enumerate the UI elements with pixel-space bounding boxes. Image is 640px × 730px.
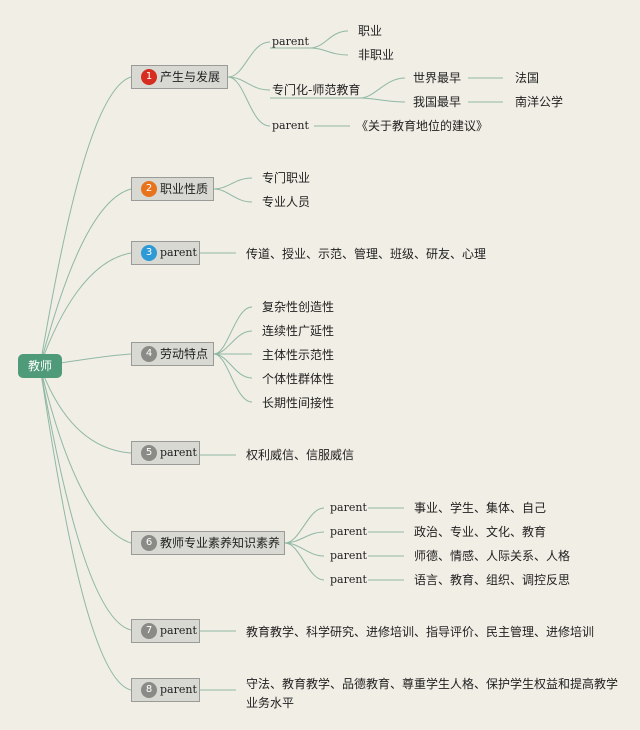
topic-1-child-1[interactable]: parent [272, 35, 309, 48]
number-badge-1: 1 [141, 69, 157, 85]
topic-4-label: 劳动特点 [160, 347, 209, 361]
topic-1-child-2-sub-1[interactable]: 世界最早 [413, 71, 462, 85]
number-badge-4: 4 [141, 346, 157, 362]
topic-6-label: 教师专业素养知识素养 [160, 536, 281, 550]
topic-4-child-4[interactable]: 个体性群体性 [262, 372, 335, 386]
topic-2-label: 职业性质 [160, 182, 209, 196]
topic-6[interactable]: 6 教师专业素养知识素养 [131, 531, 285, 555]
topic-2-child-2[interactable]: 专业人员 [262, 195, 311, 209]
topic-6-child-1[interactable]: parent [330, 501, 367, 514]
topic-8-label: parent [160, 683, 197, 696]
number-badge-2: 2 [141, 181, 157, 197]
topic-4-child-1[interactable]: 复杂性创造性 [262, 300, 335, 314]
topic-4-child-2[interactable]: 连续性广延性 [262, 324, 335, 338]
topic-3-child-1[interactable]: 传道、授业、示范、管理、班级、研友、心理 [246, 247, 487, 261]
topic-5[interactable]: 5 parent [131, 441, 200, 465]
topic-1[interactable]: 1 产生与发展 [131, 65, 228, 89]
topic-6-child-3-leaf[interactable]: 师德、情感、人际关系、人格 [414, 549, 571, 563]
topic-6-child-4-leaf[interactable]: 语言、教育、组织、调控反思 [414, 573, 571, 587]
topic-6-child-2[interactable]: parent [330, 525, 367, 538]
number-badge-6: 6 [141, 535, 157, 551]
topic-5-child-1[interactable]: 权利威信、信服威信 [246, 448, 355, 462]
topic-1-child-2-sub-2-leaf[interactable]: 南洋公学 [515, 95, 564, 109]
topic-5-label: parent [160, 446, 197, 459]
topic-4[interactable]: 4 劳动特点 [131, 342, 214, 366]
topic-1-child-2-sub-1-leaf[interactable]: 法国 [515, 71, 540, 85]
topic-7-label: parent [160, 624, 197, 637]
topic-8[interactable]: 8 parent [131, 678, 200, 702]
topic-1-child-3-leaf[interactable]: 《关于教育地位的建议》 [356, 119, 489, 133]
root-node[interactable]: 教师 [18, 354, 62, 378]
topic-8-child-1-line-2[interactable]: 业务水平 [246, 696, 295, 710]
topic-1-child-3[interactable]: parent [272, 119, 309, 132]
topic-6-child-1-leaf[interactable]: 事业、学生、集体、自己 [414, 501, 547, 515]
topic-1-label: 产生与发展 [160, 70, 221, 84]
topic-3-label: parent [160, 246, 197, 259]
topic-7-child-1[interactable]: 教育教学、科学研究、进修培训、指导评价、民主管理、进修培训 [246, 625, 595, 639]
topic-1-child-1-leaf-1[interactable]: 职业 [358, 24, 383, 38]
topic-4-child-5[interactable]: 长期性间接性 [262, 396, 335, 410]
topic-3[interactable]: 3 parent [131, 241, 200, 265]
topic-2[interactable]: 2 职业性质 [131, 177, 214, 201]
topic-2-child-1[interactable]: 专门职业 [262, 171, 311, 185]
number-badge-7: 7 [141, 623, 157, 639]
topic-1-child-1-leaf-2[interactable]: 非职业 [358, 48, 395, 62]
topic-6-child-2-leaf[interactable]: 政治、专业、文化、教育 [414, 525, 547, 539]
topic-4-child-3[interactable]: 主体性示范性 [262, 348, 335, 362]
number-badge-5: 5 [141, 445, 157, 461]
number-badge-8: 8 [141, 682, 157, 698]
topic-1-child-2-sub-2[interactable]: 我国最早 [413, 95, 462, 109]
topic-6-child-4[interactable]: parent [330, 573, 367, 586]
topic-1-child-2[interactable]: 专门化-师范教育 [272, 83, 361, 97]
number-badge-3: 3 [141, 245, 157, 261]
topic-6-child-3[interactable]: parent [330, 549, 367, 562]
topic-8-child-1-line-1[interactable]: 守法、教育教学、品德教育、尊重学生人格、保护学生权益和提高教学 [246, 677, 619, 691]
topic-7[interactable]: 7 parent [131, 619, 200, 643]
